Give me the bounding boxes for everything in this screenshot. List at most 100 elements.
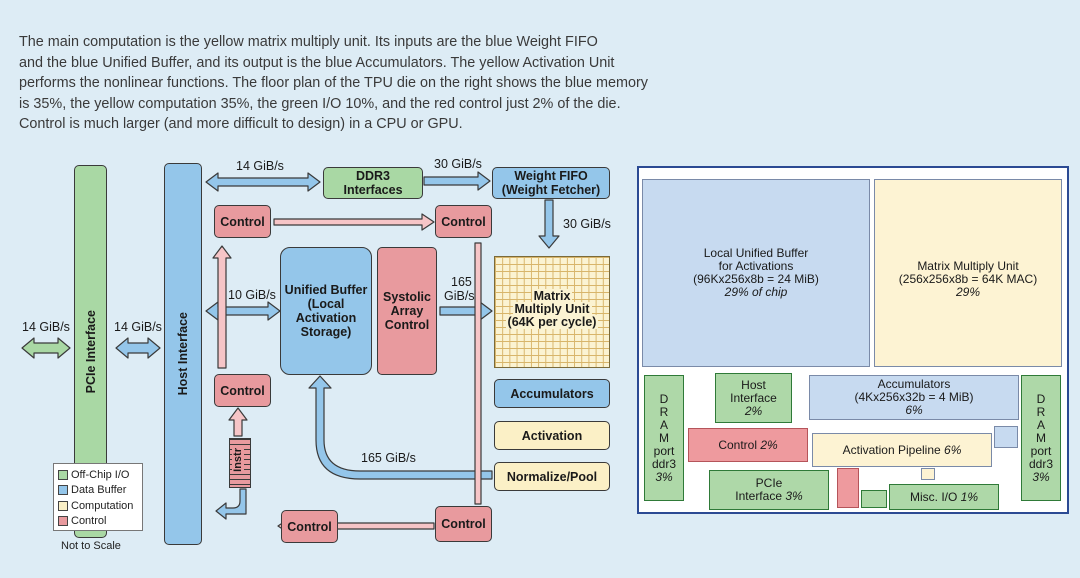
caption-line: Control is much larger (and more difficu… (19, 116, 463, 132)
bw-label: GiB/s (444, 289, 475, 303)
ub-label: (Local (307, 297, 345, 311)
accumulators: Accumulators (494, 379, 610, 408)
fp-pct: 6% (905, 403, 923, 417)
fp-label: R (659, 404, 669, 419)
caption-line: performs the nonlinear functions. The fl… (19, 75, 648, 91)
fp-pct: 3% (655, 469, 673, 484)
fp-label: M (1036, 430, 1046, 445)
systolic-label: Control (384, 318, 430, 332)
bw-label: 14 GiB/s (114, 320, 162, 334)
legend: Off-Chip I/O Data Buffer Computation Con… (53, 463, 143, 531)
arrow-return-ub (308, 375, 493, 480)
fp-label: D (1036, 391, 1046, 406)
fp-misc-small (861, 490, 887, 508)
caption-line: is 35%, the yellow computation 35%, the … (19, 95, 621, 112)
fp-activation-pipeline: Activation Pipeline 6% (812, 433, 992, 467)
host-interface-label: Host Interface (176, 312, 190, 396)
weight-fifo-label: Weight FIFO (514, 169, 588, 183)
arrow-sys-mmu (439, 301, 493, 321)
legend-item: Data Buffer (58, 483, 138, 499)
fp-label: A (1036, 417, 1045, 432)
fp-label: Host (741, 377, 766, 392)
arrow-host-ub (205, 301, 281, 321)
legend-swatch (58, 516, 68, 527)
bw-label: 10 GiB/s (228, 288, 276, 302)
activation-label: Activation (521, 428, 583, 443)
fp-pct: 29% (955, 285, 981, 299)
accumulators-label: Accumulators (510, 386, 594, 401)
legend-label: Data Buffer (71, 484, 127, 497)
fp-dram-left: D R A M port ddr3 3% (644, 375, 684, 501)
arrow-ddr3-fifo (423, 171, 491, 191)
caption-line: The main computation is the yellow matri… (19, 34, 598, 50)
tpu-floorplan: Local Unified Buffer for Activations (96… (637, 166, 1069, 514)
ddr3-label: DDR3 (355, 169, 391, 183)
fp-pct: 3% (1032, 469, 1050, 484)
legend-swatch (58, 469, 68, 480)
fp-pct: 1% (960, 489, 979, 504)
weight-fifo: Weight FIFO (Weight Fetcher) (492, 167, 610, 199)
caption: The main computation is the yellow matri… (19, 32, 689, 135)
ddr3-interfaces: DDR3 Interfaces (323, 167, 423, 199)
control-top-right: Control (435, 205, 492, 238)
control-label: Control (220, 383, 265, 398)
fp-label: Interface (730, 390, 777, 405)
legend-swatch (58, 485, 68, 496)
fp-label: Local Unified Buffer (703, 246, 809, 260)
arrow-ctrl-instr (228, 407, 248, 437)
fp-label: M (659, 430, 669, 445)
arrow-instr-ctrl (215, 488, 247, 520)
systolic-label: Systolic (383, 290, 431, 304)
bw-label: 165 GiB/s (361, 451, 416, 465)
matrix-multiply-unit-label: Matrix Multiply Unit (64K per cycle) (494, 289, 610, 329)
systolic-label: Array (390, 304, 424, 318)
control-label: Control (220, 214, 265, 229)
activation: Activation (494, 421, 610, 450)
control-bottom-mid: Control (281, 510, 338, 543)
fp-pct: 3% (785, 489, 803, 503)
legend-label: Off-Chip I/O (71, 468, 130, 481)
fp-label: ddr3 (1028, 456, 1054, 471)
arrow-ctrl-top (273, 213, 435, 231)
legend-label: Computation (71, 499, 134, 512)
legend-item: Off-Chip I/O (58, 467, 138, 483)
pcie-interface-label: PCIe Interface (83, 309, 98, 394)
control-bottom-right: Control (435, 506, 492, 542)
arrow-host-ddr3 (205, 172, 321, 192)
fp-label: PCIe (755, 476, 783, 490)
fp-small-buffer (994, 426, 1018, 448)
fp-label: for Activations (718, 259, 794, 273)
fp-label: (4Kx256x32b = 4 MiB) (854, 390, 974, 404)
fp-label: Accumulators (877, 377, 951, 391)
fp-label: Activation Pipeline (842, 442, 941, 457)
fp-label: D (659, 391, 669, 406)
mmu-label-line: Multiply Unit (512, 302, 592, 316)
mmu-label-line: (64K per cycle) (505, 315, 599, 329)
fp-pcie-interface: PCIe Interface 3% (709, 470, 829, 510)
control-mid-left: Control (214, 374, 271, 407)
normalize-label: Normalize/Pool (506, 469, 598, 484)
normalize-pool: Normalize/Pool (494, 462, 610, 491)
legend-item: Computation (58, 498, 138, 514)
fp-misc-io: Misc. I/O 1% (889, 484, 999, 510)
fp-host-interface: Host Interface 2% (715, 373, 792, 423)
fp-label: Matrix Multiply Unit (917, 259, 1019, 273)
control-top-left: Control (214, 205, 271, 238)
fp-label: Control (718, 437, 757, 452)
fp-label: (96Kx256x8b = 24 MiB) (693, 272, 819, 286)
fp-dram-right: D R A M port ddr3 3% (1021, 375, 1061, 501)
host-interface: Host Interface (164, 163, 202, 545)
arrow-pcie-host (115, 337, 161, 359)
arrow-ext-pcie (21, 337, 71, 359)
fp-label: Misc. I/O (909, 489, 958, 504)
fp-control: Control 2% (688, 428, 808, 462)
fp-label: Interface (735, 489, 782, 503)
bw-label: 14 GiB/s (236, 159, 284, 173)
fp-pct: 29% of chip (724, 285, 788, 299)
control-label: Control (287, 519, 332, 534)
legend-item: Control (58, 514, 138, 530)
fp-pct: 2% (744, 403, 763, 418)
caption-line: and the blue Unified Buffer, and its out… (19, 54, 615, 71)
fp-label: ddr3 (651, 456, 677, 471)
fp-local-unified-buffer: Local Unified Buffer for Activations (96… (642, 179, 870, 367)
